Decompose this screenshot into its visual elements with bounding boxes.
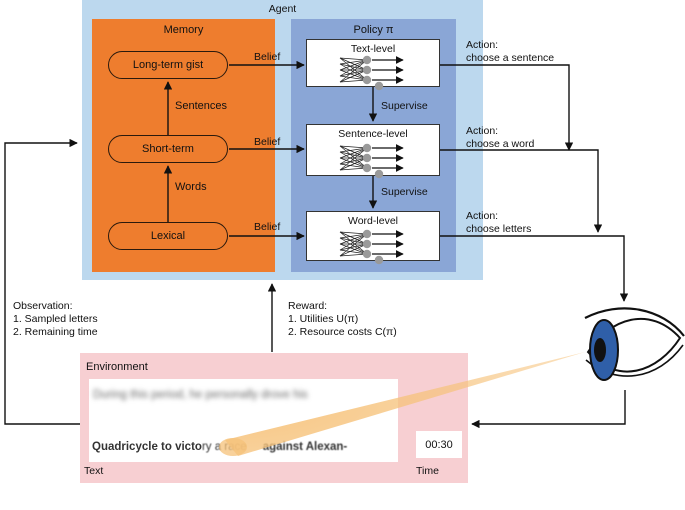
policy-node-title: Word-level bbox=[348, 215, 398, 227]
belief-label-text: Belief bbox=[254, 51, 281, 63]
action-desc: choose a word bbox=[466, 138, 535, 150]
supervise-label-2: Supervise bbox=[381, 186, 428, 198]
observation-item: 1. Sampled letters bbox=[13, 313, 98, 325]
arrow-eye-to-environment bbox=[471, 390, 626, 429]
arrow-observation bbox=[4, 138, 80, 425]
blurred-text-line: During this period, he personally drove … bbox=[93, 389, 308, 401]
action-label-sentence-level: Action: choose a word bbox=[466, 125, 534, 151]
arrow-action-text bbox=[440, 64, 574, 151]
time-display: 00:30 bbox=[416, 431, 462, 458]
memory-edge-sentences: Sentences bbox=[175, 100, 227, 112]
action-label-word-level: Action: choose letters bbox=[466, 210, 531, 236]
reward-item: 1. Utilities U(π) bbox=[288, 313, 359, 325]
text-segment-read: Quadricycle to victo bbox=[92, 441, 202, 453]
observation-item: 2. Remaining time bbox=[13, 326, 98, 338]
policy-node-sentence-level: Sentence-level bbox=[306, 124, 440, 176]
memory-node-long-term: Long-term gist bbox=[108, 51, 228, 79]
text-segment-parafoveal: against Alexan- bbox=[262, 441, 348, 453]
observation-label: Observation: 1. Sampled letters 2. Remai… bbox=[13, 300, 98, 339]
memory-edge-words: Words bbox=[175, 181, 207, 193]
neural-network-icon bbox=[339, 229, 404, 265]
policy-node-title: Sentence-level bbox=[338, 128, 408, 140]
eye-icon bbox=[584, 307, 685, 381]
belief-label-word: Belief bbox=[254, 221, 281, 233]
memory-title: Memory bbox=[163, 24, 204, 36]
memory-node-short-term: Short-term bbox=[108, 135, 228, 163]
arrow-action-sentence bbox=[440, 149, 603, 233]
gaze-beam bbox=[225, 352, 585, 456]
action-label-text-level: Action: choose a sentence bbox=[466, 39, 554, 65]
action-desc: choose a sentence bbox=[466, 52, 555, 64]
policy-node-text-level: Text-level bbox=[306, 39, 440, 87]
policy-title: Policy π bbox=[353, 24, 394, 36]
action-title: Action: bbox=[466, 125, 499, 137]
policy-node-title: Text-level bbox=[350, 43, 396, 55]
fixation-spot bbox=[219, 438, 247, 456]
reward-label: Reward: 1. Utilities U(π) 2. Resource co… bbox=[288, 300, 397, 339]
observation-title: Observation: bbox=[13, 300, 73, 312]
action-title: Action: bbox=[466, 39, 499, 51]
arrow-action-word bbox=[440, 235, 629, 302]
text-label: Text bbox=[84, 465, 104, 477]
action-desc: choose letters bbox=[466, 223, 532, 235]
neural-network-icon bbox=[339, 55, 404, 91]
environment-title: Environment bbox=[86, 361, 148, 373]
agent-title: Agent bbox=[268, 3, 297, 15]
action-title: Action: bbox=[466, 210, 499, 222]
reward-item: 2. Resource costs C(π) bbox=[288, 326, 397, 338]
reward-title: Reward: bbox=[288, 300, 328, 312]
supervise-label-1: Supervise bbox=[381, 100, 428, 112]
belief-label-sentence: Belief bbox=[254, 136, 281, 148]
policy-node-word-level: Word-level bbox=[306, 211, 440, 261]
neural-network-icon bbox=[339, 143, 404, 179]
memory-node-lexical: Lexical bbox=[108, 222, 228, 250]
time-label: Time bbox=[416, 465, 439, 477]
